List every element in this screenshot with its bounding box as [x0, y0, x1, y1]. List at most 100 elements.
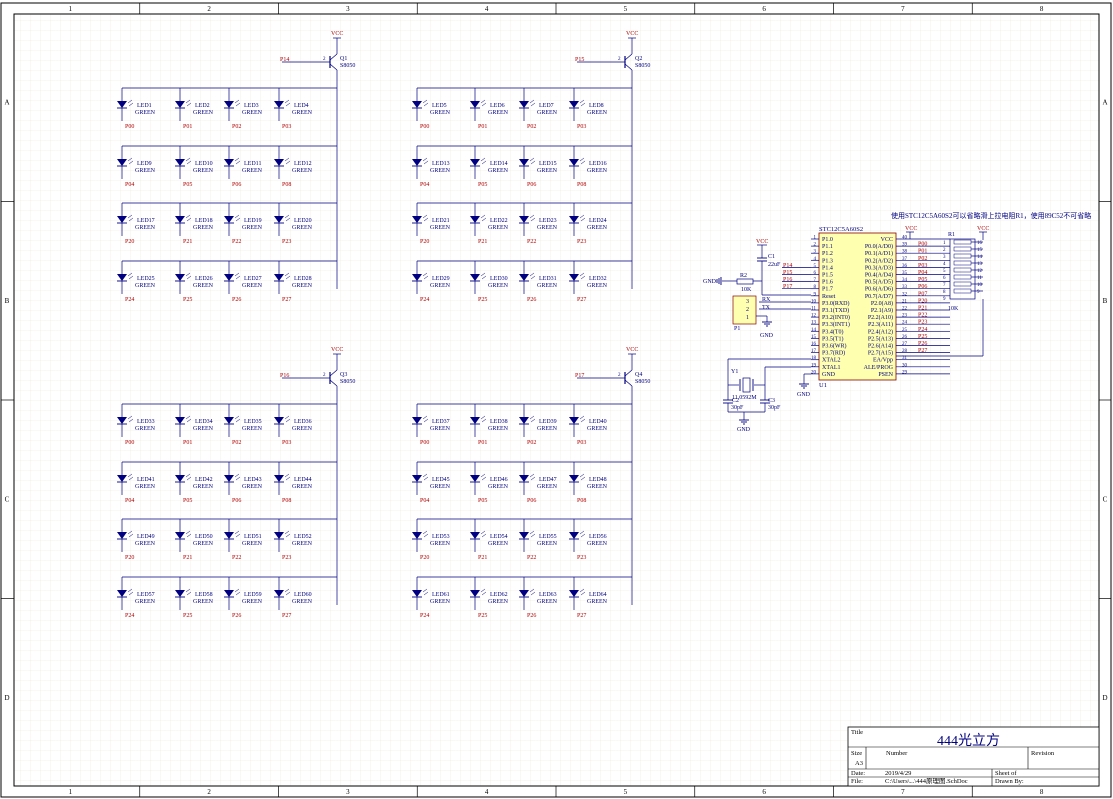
led-diode-symbol [224, 159, 234, 166]
led-name: LED19 [244, 218, 262, 224]
mcu-pin-number: 18 [811, 356, 817, 361]
led-diode-symbol [274, 590, 284, 597]
led-name: LED38 [490, 419, 508, 425]
led-emit-arrow [423, 102, 429, 107]
led-name: LED10 [195, 161, 213, 167]
mcu-pin-name: P0.2(A/D2) [865, 257, 893, 264]
mcu-pin-name: P1.3 [822, 258, 833, 264]
led-emit-arrow [529, 214, 535, 219]
led-color: GREEN [242, 225, 263, 231]
transistor-collector [624, 369, 633, 377]
mcu-pin-number: 26 [902, 335, 908, 340]
mcu-right-pins: 40VCC39P0.0(A/D0)P0038P0.1(A/D1)P0137P0.… [864, 236, 950, 378]
led-net: P06 [232, 498, 241, 504]
led-emit-arrow [235, 275, 241, 280]
tx-net: TX [762, 305, 771, 311]
led-emit-arrow [235, 476, 241, 481]
led-color: GREEN [587, 225, 608, 231]
led-color: GREEN [292, 225, 313, 231]
c3-ref: C3 [768, 398, 775, 404]
size-label: Size [851, 750, 862, 757]
led-diode-symbol [519, 590, 529, 597]
led-name: LED6 [490, 103, 505, 109]
led-net: P26 [527, 613, 536, 619]
led-name: LED41 [137, 477, 155, 483]
mcu-pin-name: P1.6 [822, 280, 833, 286]
crystal-circuit: Y1 11.0592M C2 30pF C3 30pF GND GND [723, 299, 984, 433]
mcu-pin-number: 5 [814, 264, 817, 269]
mcu-pin-number: 15 [811, 335, 817, 340]
size-value: A3 [855, 760, 863, 767]
led-net: P27 [577, 613, 586, 619]
led-color: GREEN [488, 599, 509, 605]
header-pin-3: 3 [746, 299, 749, 305]
led-net: P05 [478, 498, 487, 504]
led-emit-arrow [580, 418, 586, 423]
led-diode-symbol [412, 216, 422, 223]
led-emit-arrow [580, 591, 586, 596]
led-name: LED45 [432, 477, 450, 483]
led-emit-arrow [423, 275, 429, 280]
mcu-pin-name: P1.1 [822, 244, 833, 250]
led-color: GREEN [430, 283, 451, 289]
led-emit-arrow [127, 473, 133, 478]
led-emit-arrow [234, 272, 240, 277]
led-color: GREEN [537, 110, 558, 116]
led-emit-arrow [422, 473, 428, 478]
led-emit-arrow [234, 530, 240, 535]
rpack-pin-left: 5 [943, 269, 946, 274]
mcu-pin-net: P07 [918, 291, 927, 297]
led-diode-symbol [569, 101, 579, 108]
mcu-pin-number: 33 [902, 285, 908, 290]
led-diode-symbol [117, 216, 127, 223]
led-name: LED17 [137, 218, 155, 224]
mcu-note: 使用STC12C5A60S2可以省略滑上拉电阻R1，使用89C52不可省略 [891, 211, 1091, 220]
mcu-pin-number: 7 [814, 278, 817, 283]
mcu-pin-name: P3.7(RD) [822, 350, 845, 357]
rx-net: RX [762, 297, 771, 303]
led-emit-arrow [234, 157, 240, 162]
led-color: GREEN [135, 599, 156, 605]
mcu-pin-net: P06 [918, 284, 927, 290]
mcu-pin-net: P22 [918, 313, 927, 319]
led-name: LED8 [589, 103, 604, 109]
led-emit-arrow [480, 214, 486, 219]
mcu-pin-net: P01 [918, 249, 927, 255]
led-name: LED46 [490, 477, 508, 483]
led-net: P06 [232, 182, 241, 188]
mcu-section: 使用STC12C5A60S2可以省略滑上拉电阻R1，使用89C52不可省略 ST… [759, 211, 1091, 389]
led-diode-symbol [224, 101, 234, 108]
led-net: P24 [125, 297, 134, 303]
mcu-pin-number: 21 [902, 299, 908, 304]
led-diode-symbol [175, 101, 185, 108]
transistor-pin: 2 [618, 373, 621, 378]
led-emit-arrow [530, 591, 536, 596]
led-emit-arrow [185, 473, 191, 478]
zone-row-left: D [4, 694, 9, 702]
led-diode-symbol [412, 274, 422, 281]
led-color: GREEN [488, 168, 509, 174]
rpack-pin-right: 11 [977, 276, 982, 281]
mcu-pin-name: EA/Vpp [873, 358, 893, 364]
led-net: P05 [183, 498, 192, 504]
led-diode-symbol [117, 101, 127, 108]
crystal-value: 11.0592M [732, 395, 757, 401]
led-diode-symbol [117, 532, 127, 539]
rpack-pin-left: 3 [943, 255, 946, 260]
led-emit-arrow [579, 530, 585, 535]
led-color: GREEN [193, 110, 214, 116]
led-name: LED53 [432, 534, 450, 540]
led-emit-arrow [285, 217, 291, 222]
led-emit-arrow [186, 476, 192, 481]
led-color: GREEN [193, 283, 214, 289]
zone-row-left: B [5, 297, 10, 305]
mcu-pin-name: P0.4(A/D4) [865, 272, 893, 279]
mcu-ref-label: U1 [819, 382, 827, 389]
